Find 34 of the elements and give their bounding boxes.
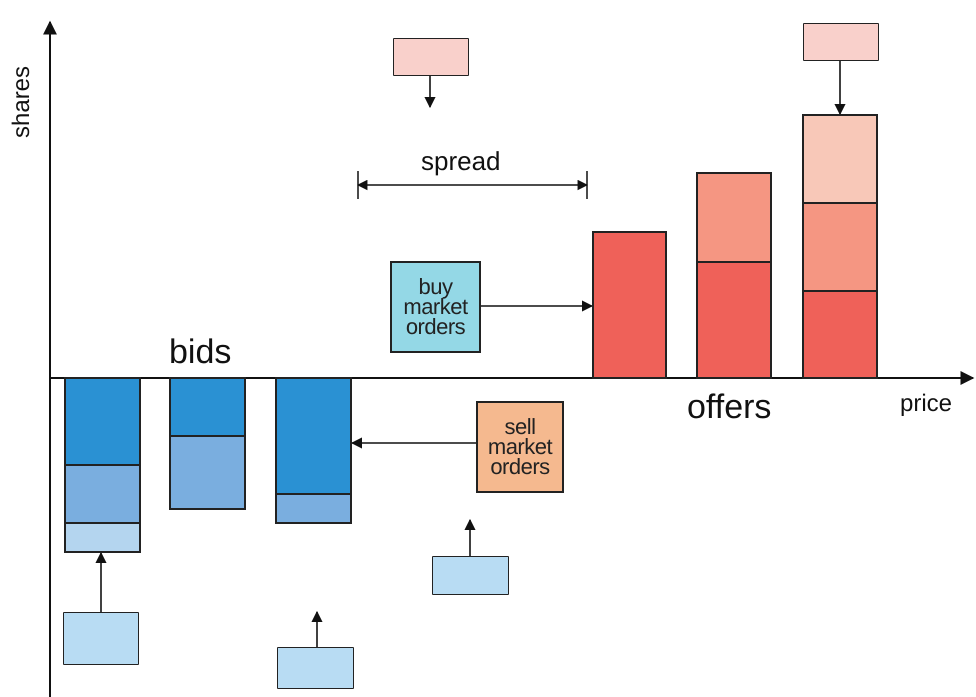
limit-order-box <box>63 612 139 665</box>
arrow <box>350 437 476 449</box>
bid-bar-segment <box>64 377 141 466</box>
axis-label: shares <box>8 66 36 138</box>
arrow <box>834 61 846 116</box>
offer-bar-segment <box>802 202 878 292</box>
market-order-box <box>476 401 564 493</box>
dimension-label: spread <box>421 146 500 177</box>
arrow <box>481 300 594 312</box>
box-label: buy market orders <box>402 277 469 337</box>
arrow <box>424 76 436 108</box>
offer-bar-segment <box>802 114 878 204</box>
arrow <box>95 552 107 612</box>
limit-order-box <box>803 23 879 61</box>
limit-order-box <box>277 647 354 689</box>
offer-bar-segment <box>696 172 772 263</box>
offer-bar-segment <box>696 261 772 379</box>
limit-order-box <box>393 38 469 76</box>
group-label: offers <box>687 388 772 427</box>
bid-bar-segment <box>169 435 246 510</box>
axis-label: price <box>900 390 952 418</box>
arrow <box>464 518 476 556</box>
market-order-box <box>390 261 481 353</box>
box-label: sell market orders <box>486 417 554 477</box>
bid-bar-segment <box>169 377 246 437</box>
limit-order-box <box>432 556 509 595</box>
bid-bar-segment <box>64 464 141 524</box>
bid-bar-segment <box>64 522 141 553</box>
bid-bar-segment <box>275 377 352 495</box>
bid-bar-segment <box>275 493 352 524</box>
group-label: bids <box>169 333 232 372</box>
offer-bar-segment <box>802 290 878 379</box>
arrow <box>311 610 323 647</box>
offer-bar-segment <box>592 231 667 379</box>
